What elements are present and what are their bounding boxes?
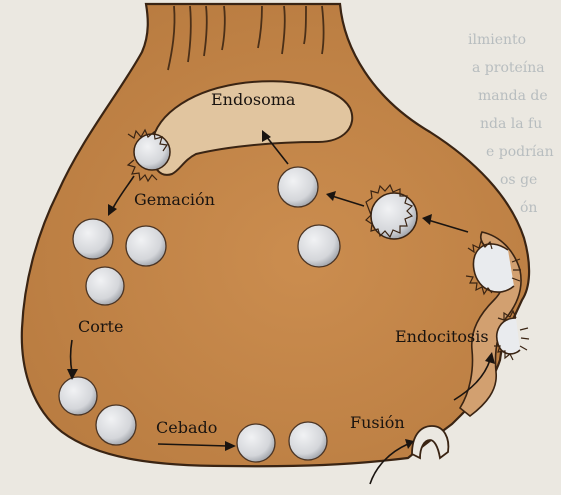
bg-text-line: ón [520,200,537,216]
bg-text-line: nda la fu [480,116,542,132]
vesicle [237,424,275,462]
vesicle [278,167,318,207]
label-endocitosis: Endocitosis [395,329,489,345]
vesicle [73,219,113,259]
bg-text-line: e podrían [486,144,554,160]
bg-text-line: os ge [500,172,537,188]
label-corte: Corte [78,319,123,335]
vesicle [59,377,97,415]
label-fusion: Fusión [350,415,405,431]
vesicle [126,226,166,266]
label-gemacion: Gemación [134,192,215,208]
vesicle [289,422,327,460]
vesicle [86,267,124,305]
label-cebado: Cebado [156,420,217,436]
label-endosoma: Endosoma [211,92,295,108]
bg-text-line: a proteína [472,60,545,76]
vesicle [96,405,136,445]
vesicle [298,225,340,267]
bg-text-line: ilmiento [468,32,526,48]
bg-text-line: manda de [478,88,548,104]
